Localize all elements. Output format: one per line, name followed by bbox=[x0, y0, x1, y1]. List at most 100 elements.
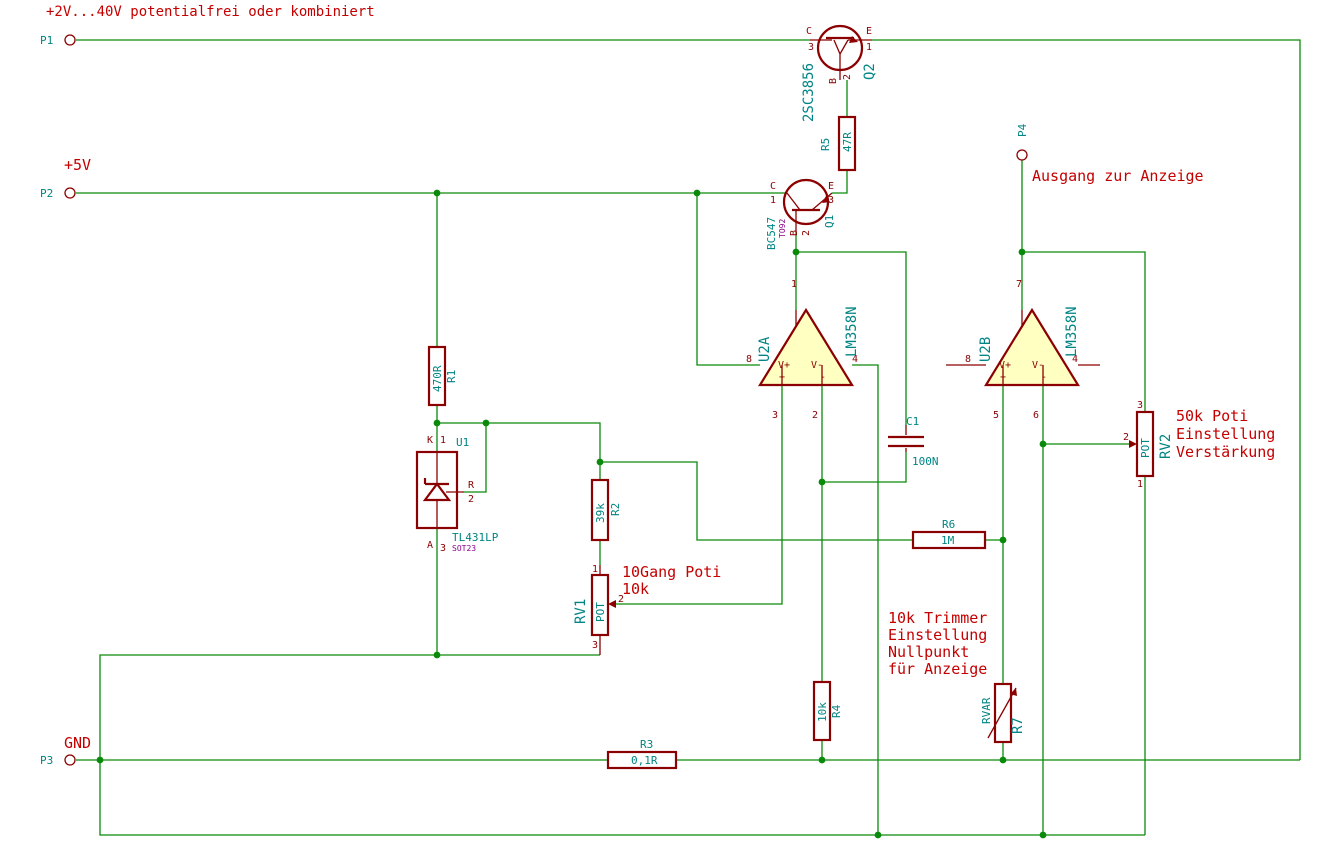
resistor-r5: R5 47R bbox=[819, 115, 857, 172]
u2a-ref: U2A bbox=[757, 336, 773, 362]
q1-value: BC547 bbox=[765, 217, 778, 250]
svg-text:E: E bbox=[866, 26, 872, 37]
svg-text:RVAR: RVAR bbox=[980, 697, 993, 724]
svg-text:1: 1 bbox=[592, 564, 598, 575]
svg-text:8: 8 bbox=[746, 354, 752, 365]
svg-text:2: 2 bbox=[618, 594, 624, 605]
svg-text:R4: R4 bbox=[830, 704, 843, 718]
svg-text:V+: V+ bbox=[778, 360, 790, 371]
svg-text:R2: R2 bbox=[609, 503, 622, 516]
svg-text:1: 1 bbox=[770, 195, 776, 206]
svg-text:K: K bbox=[427, 435, 433, 446]
note-trim-line1: 10k Trimmer bbox=[888, 609, 987, 627]
svg-text:100N: 100N bbox=[912, 455, 939, 468]
port-p3-label: P3 bbox=[40, 754, 53, 767]
q2-value: 2SC3856 bbox=[801, 63, 817, 122]
svg-text:V-: V- bbox=[1032, 360, 1044, 371]
u2b-value: LM358N bbox=[1064, 306, 1080, 357]
rv1-ref: RV1 bbox=[573, 599, 589, 624]
svg-text:0,1R: 0,1R bbox=[631, 754, 658, 767]
junctions bbox=[96, 189, 1047, 839]
svg-text:POT: POT bbox=[1139, 438, 1152, 458]
svg-text:E: E bbox=[828, 181, 834, 192]
u1-ref: U1 bbox=[456, 436, 469, 449]
svg-text:-: - bbox=[820, 372, 826, 383]
svg-text:C1: C1 bbox=[906, 415, 919, 428]
svg-text:A: A bbox=[427, 540, 433, 551]
opamp-u2b: 7 8 4 5 6 V+ V- + - U2B LM358N bbox=[946, 279, 1100, 421]
svg-text:3: 3 bbox=[828, 195, 834, 206]
port-p1-label: P1 bbox=[40, 34, 53, 47]
svg-text:3: 3 bbox=[808, 42, 814, 53]
svg-text:4: 4 bbox=[1072, 354, 1078, 365]
svg-text:1: 1 bbox=[1137, 479, 1143, 490]
resistor-r4: 10k R4 bbox=[812, 680, 843, 742]
svg-text:1: 1 bbox=[866, 42, 872, 53]
note-supply: +2V...40V potentialfrei oder kombiniert bbox=[46, 4, 375, 20]
svg-text:4: 4 bbox=[852, 354, 858, 365]
note-plus5v: +5V bbox=[64, 156, 91, 174]
note-trim-line3: Nullpunkt bbox=[888, 643, 969, 661]
svg-text:6: 6 bbox=[1033, 410, 1039, 421]
resistor-r3: R3 0,1R bbox=[606, 738, 678, 770]
svg-text:R5: R5 bbox=[819, 138, 832, 151]
svg-text:1M: 1M bbox=[941, 534, 955, 547]
transistor-q1: C 1 E 3 B 2 BC547 TO92 Q1 bbox=[765, 178, 836, 250]
note-output: Ausgang zur Anzeige bbox=[1032, 167, 1204, 185]
transistor-q2: C 3 E 1 B 2 2SC3856 Q2 bbox=[801, 24, 878, 122]
note-rv2-line3: Verstärkung bbox=[1176, 443, 1275, 461]
resistor-r2: 39k R2 bbox=[590, 478, 622, 542]
potentiometer-rv1: 1 2 3 POT RV1 bbox=[573, 564, 624, 655]
rv2-ref: RV2 bbox=[1158, 434, 1174, 459]
svg-text:47R: 47R bbox=[841, 132, 854, 152]
svg-text:R1: R1 bbox=[445, 370, 458, 383]
svg-text:3: 3 bbox=[592, 640, 598, 651]
q1-ref: Q1 bbox=[823, 215, 836, 228]
svg-text:R3: R3 bbox=[640, 738, 653, 751]
note-rv1-line2: 10k bbox=[622, 580, 649, 598]
trimmer-r7: RVAR R7 bbox=[980, 682, 1026, 744]
svg-text:1: 1 bbox=[791, 279, 797, 290]
svg-text:5: 5 bbox=[993, 410, 999, 421]
svg-text:POT: POT bbox=[594, 602, 607, 622]
svg-text:3: 3 bbox=[1137, 400, 1143, 411]
svg-text:B: B bbox=[789, 230, 800, 236]
svg-text:8: 8 bbox=[965, 354, 971, 365]
note-gnd: GND bbox=[64, 734, 91, 752]
svg-text:2: 2 bbox=[812, 410, 818, 421]
u2a-value: LM358N bbox=[844, 306, 860, 357]
note-trim-line2: Einstellung bbox=[888, 626, 987, 644]
svg-text:C: C bbox=[806, 26, 812, 37]
port-p4: P4 bbox=[1016, 123, 1029, 161]
svg-text:R: R bbox=[468, 480, 475, 491]
svg-text:R7: R7 bbox=[1010, 717, 1026, 734]
svg-text:1: 1 bbox=[440, 435, 446, 446]
q2-ref: Q2 bbox=[862, 63, 878, 80]
svg-text:470R: 470R bbox=[431, 365, 444, 392]
q1-package: TO92 bbox=[778, 219, 787, 238]
svg-text:B: B bbox=[828, 78, 839, 84]
svg-text:C: C bbox=[770, 181, 776, 192]
svg-text:R6: R6 bbox=[942, 518, 955, 531]
resistor-r1: 470R R1 bbox=[427, 345, 458, 407]
svg-text:7: 7 bbox=[1016, 279, 1022, 290]
svg-text:+: + bbox=[779, 372, 785, 383]
resistor-r6: R6 1M bbox=[911, 518, 987, 550]
port-p2: P2 bbox=[40, 187, 76, 200]
svg-text:10k: 10k bbox=[816, 702, 829, 722]
u1-package: SOT23 bbox=[452, 544, 476, 553]
opamp-u2a: 1 8 4 3 2 V+ V- + - U2A LM358N bbox=[746, 279, 860, 421]
note-rv2-line2: Einstellung bbox=[1176, 425, 1275, 443]
svg-text:V+: V+ bbox=[999, 360, 1011, 371]
svg-text:3: 3 bbox=[772, 410, 778, 421]
note-rv1-line1: 10Gang Poti bbox=[622, 563, 721, 581]
port-p2-label: P2 bbox=[40, 187, 53, 200]
svg-text:V-: V- bbox=[811, 360, 823, 371]
svg-text:+: + bbox=[1000, 372, 1006, 383]
svg-text:3: 3 bbox=[440, 543, 446, 554]
u1-value: TL431LP bbox=[452, 531, 499, 544]
capacitor-c1: C1 100N bbox=[888, 415, 939, 468]
u2b-ref: U2B bbox=[978, 337, 994, 362]
svg-text:2: 2 bbox=[801, 230, 812, 236]
